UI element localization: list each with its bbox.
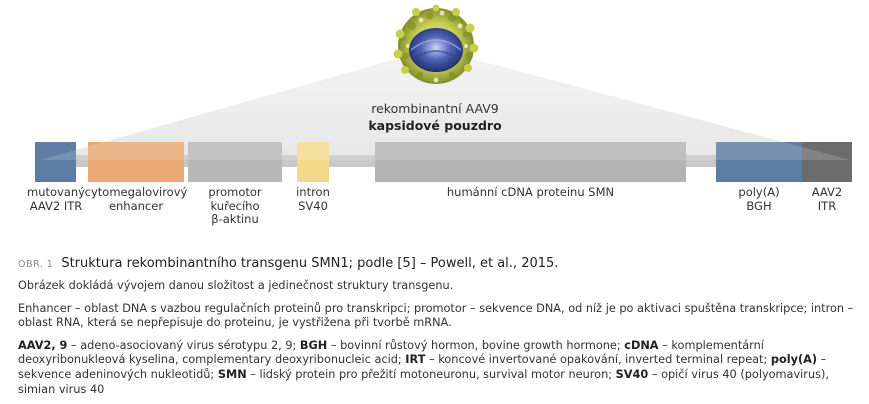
abbr-sv40-def: – opičí virus 40 (polyomavirus), simian … <box>18 367 829 396</box>
segment-smn-cdna <box>375 142 686 182</box>
abbr-bgh: BGH <box>299 338 328 352</box>
aav9-capsid-illustration <box>393 4 479 84</box>
segment-polya-bgh <box>716 142 802 182</box>
abbr-polya-def: – sekvence adeninových nukleotidů; <box>18 353 827 381</box>
caption-abbreviations: AAV2, 9 – adeno-asociovaný virus sérotyp… <box>18 339 858 397</box>
abbr-aav: AAV2, 9 <box>18 338 68 352</box>
abbr-cdna-def: – komplementární deoxyribonukleová kysel… <box>18 338 764 367</box>
capsid-label: rekombinantní AAV9 kapsidové pouzdro <box>300 100 570 134</box>
segment-chicken-beta-actin-promoter <box>188 142 282 182</box>
segment-sv40-intron <box>297 142 329 182</box>
caption-title: OBR. 1 Struktura rekombinantního transgen… <box>18 255 858 273</box>
capsid-label-line2: kapsidové pouzdro <box>368 118 502 133</box>
abbr-cdna: cDNA <box>624 338 659 352</box>
transgene-figure: rekombinantní AAV9 kapsidové pouzdro mut… <box>27 4 852 226</box>
label-polya-bgh: poly(A)BGH <box>738 185 780 213</box>
segment-cmv-enhancer <box>88 142 184 182</box>
label-smn-cdna: humánní cDNA proteinu SMN <box>446 185 615 199</box>
figure-number: OBR. 1 <box>18 259 54 270</box>
caption-title-text: Struktura rekombinantního transgenu SMN1… <box>61 256 559 271</box>
cone-overlay <box>40 58 850 160</box>
abbr-smn-def: – lidský protein pro přežití motoneuronu… <box>246 367 616 381</box>
segment-aav2-itr <box>802 142 852 182</box>
abbr-irt: IRT <box>405 353 426 367</box>
capsid-label-line1: rekombinantní AAV9 <box>371 101 499 116</box>
abbr-bgh-def: – bovinní růstový hormon, bovine growth … <box>327 338 625 352</box>
caption-paragraph-1: Obrázek dokládá vývojem danou složitost … <box>18 279 454 292</box>
transgene-diagram <box>35 4 852 182</box>
abbr-polya: poly(A) <box>770 353 818 367</box>
figure-caption: OBR. 1 Struktura rekombinantního transgen… <box>18 255 858 397</box>
abbr-smn: SMN <box>217 367 247 381</box>
abbr-sv40: SV40 <box>615 367 649 381</box>
segment-mutated-itr <box>35 142 76 182</box>
caption-paragraph-2: Enhancer – oblast DNA s vazbou regulační… <box>18 301 854 330</box>
projection-cone <box>40 58 850 160</box>
abbr-aav-def: – adeno-asociovaný virus sérotypu 2, 9; <box>67 338 300 352</box>
abbr-irt-def: – koncové invertované opakování, inverte… <box>425 353 771 367</box>
